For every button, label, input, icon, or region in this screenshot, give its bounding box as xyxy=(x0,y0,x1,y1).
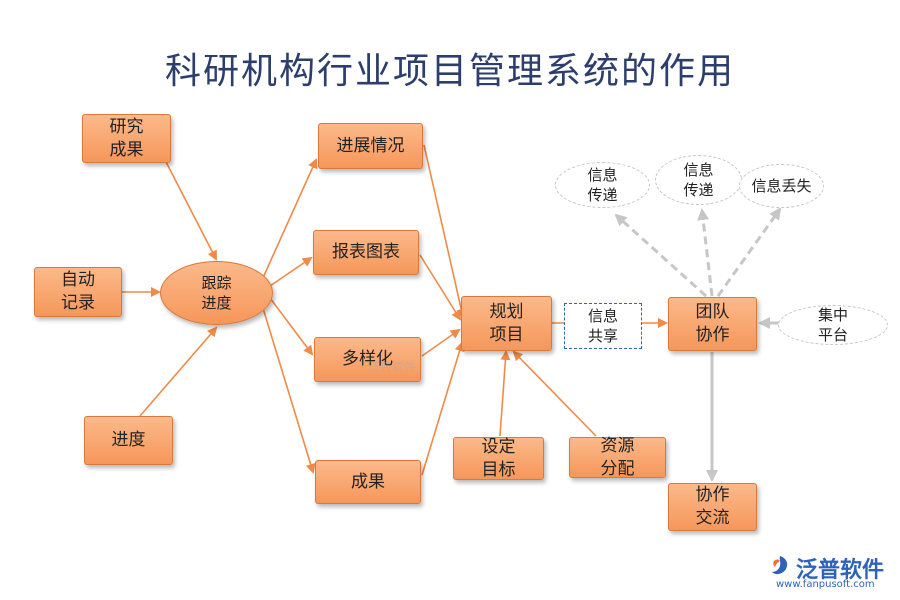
brand-logo-url: www.fanpusoft.com xyxy=(776,579,875,590)
node-central-platform: 集中 平台 xyxy=(778,305,888,345)
arrow-track-to-results xyxy=(261,304,316,474)
diagram-title: 科研机构行业项目管理系统的作用 xyxy=(164,51,735,92)
arrow-track-to-diversify xyxy=(269,297,314,356)
arrow-resource-to-plan xyxy=(512,350,597,437)
node-team-collab: 团队 协作 xyxy=(668,297,757,351)
arrow-target-to-plan xyxy=(499,350,511,437)
brand-logo-name: 泛普软件 xyxy=(796,558,885,583)
node-progress: 进度 xyxy=(84,416,173,465)
node-progress-status: 进展情况 xyxy=(318,123,423,169)
node-info-transfer-2: 信息 传递 xyxy=(655,155,742,205)
brand-logo-icon xyxy=(772,556,788,575)
node-info-share: 信息 共享 xyxy=(564,303,642,349)
node-results: 成果 xyxy=(315,460,421,504)
node-info-loss: 信息丢失 xyxy=(739,164,824,208)
arrow-status-to-plan xyxy=(423,144,467,319)
brand-logo: 泛普软件 www.fanpusoft.com xyxy=(768,552,893,597)
arrow-track-to-status xyxy=(261,158,318,281)
node-diversify: 多样化 xyxy=(314,337,421,382)
arrow-results-to-plan xyxy=(421,341,465,476)
node-info-transfer-1: 信息 传递 xyxy=(555,162,650,208)
node-report-charts: 报表图表 xyxy=(313,230,419,275)
node-track-progress: 跟踪 进度 xyxy=(160,261,273,325)
arrow-report-to-plan xyxy=(419,254,462,321)
arrow-team-to-transfer-1 xyxy=(614,213,708,298)
arrow-diversify-to-plan xyxy=(421,328,461,357)
arrow-team-to-transfer-2 xyxy=(697,208,714,297)
node-plan-project: 规划 项目 xyxy=(461,296,552,351)
arrow-research-to-track xyxy=(164,159,217,261)
node-research-results: 研究 成果 xyxy=(82,114,171,163)
node-collab-exchange: 协作 交流 xyxy=(668,483,757,531)
node-set-target: 设定 目标 xyxy=(453,437,544,480)
arrow-progress-to-track xyxy=(139,326,218,417)
node-resource-allocation: 资源 分配 xyxy=(569,436,666,479)
watermark-center: 泛普软件 xyxy=(368,360,417,374)
arrow-team-to-loss xyxy=(716,207,782,297)
node-auto-record: 自动 记录 xyxy=(34,267,122,317)
arrow-track-to-report xyxy=(269,256,313,287)
